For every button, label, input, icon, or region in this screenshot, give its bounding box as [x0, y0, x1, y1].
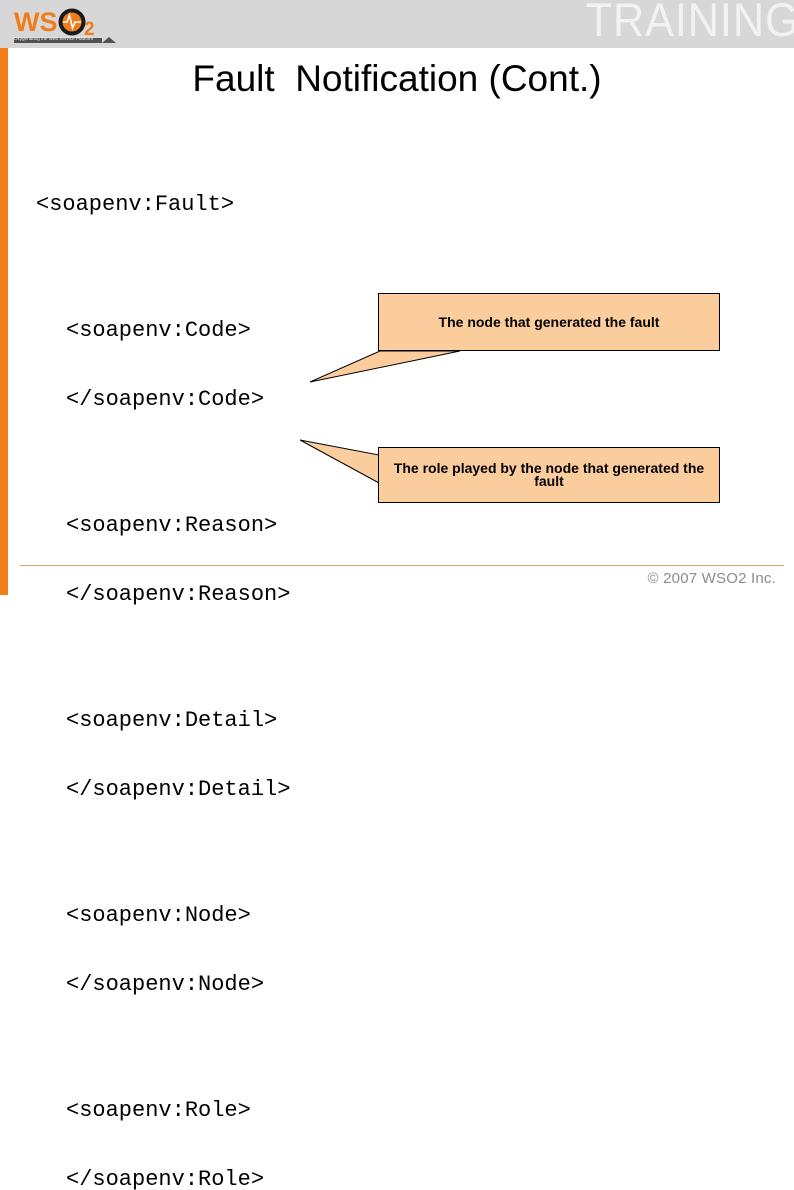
code-line: <soapenv:Role>: [66, 1098, 251, 1123]
logo-tagline: Oxygenating the Web Service Platform: [14, 36, 94, 41]
left-accent-bar: [0, 48, 8, 595]
footer-copyright: © 2007 WSO2 Inc.: [647, 570, 776, 587]
code-line: </soapenv:Node>: [66, 972, 265, 997]
code-line: <soapenv:Reason>: [66, 513, 278, 538]
training-watermark: TRAINING: [586, 0, 794, 46]
code-line: </soapenv:Role>: [66, 1167, 265, 1190]
footer-divider: [20, 565, 784, 566]
code-spacer: [36, 1043, 290, 1056]
code-spacer: [36, 458, 290, 471]
svg-text:WS: WS: [14, 7, 58, 37]
code-line: </soapenv:Reason>: [66, 582, 291, 607]
code-line: </soapenv:Code>: [66, 387, 265, 412]
svg-text:2: 2: [84, 19, 95, 40]
code-line: <soapenv:Detail>: [66, 708, 278, 733]
code-spacer: [36, 653, 290, 666]
code-spacer: [36, 263, 290, 276]
callout-node-tail: [309, 350, 461, 383]
wso2-logo: WS 2 Oxygenating the Web Service Platfor…: [14, 5, 134, 45]
code-line: <soapenv:Node>: [66, 903, 251, 928]
callout-role-text: The role played by the node that generat…: [393, 459, 705, 489]
wso2-logo-icon: WS 2: [14, 7, 116, 43]
header-band: WS 2 Oxygenating the Web Service Platfor…: [0, 0, 794, 48]
callout-node: The node that generated the fault: [378, 293, 720, 351]
code-line: <soapenv:Code>: [66, 318, 251, 343]
callout-role: The role played by the node that generat…: [378, 447, 720, 503]
callout-node-text: The node that generated the fault: [438, 314, 660, 330]
code-line: </soapenv:Detail>: [66, 777, 291, 802]
callout-role-tail: [299, 439, 380, 484]
page-title: Fault Notification (Cont.): [192, 58, 602, 99]
code-spacer: [36, 848, 290, 861]
soap-fault-code-block: <soapenv:Fault> <soapenv:Code> </soapenv…: [36, 150, 290, 1190]
code-line: <soapenv:Fault>: [36, 192, 235, 217]
